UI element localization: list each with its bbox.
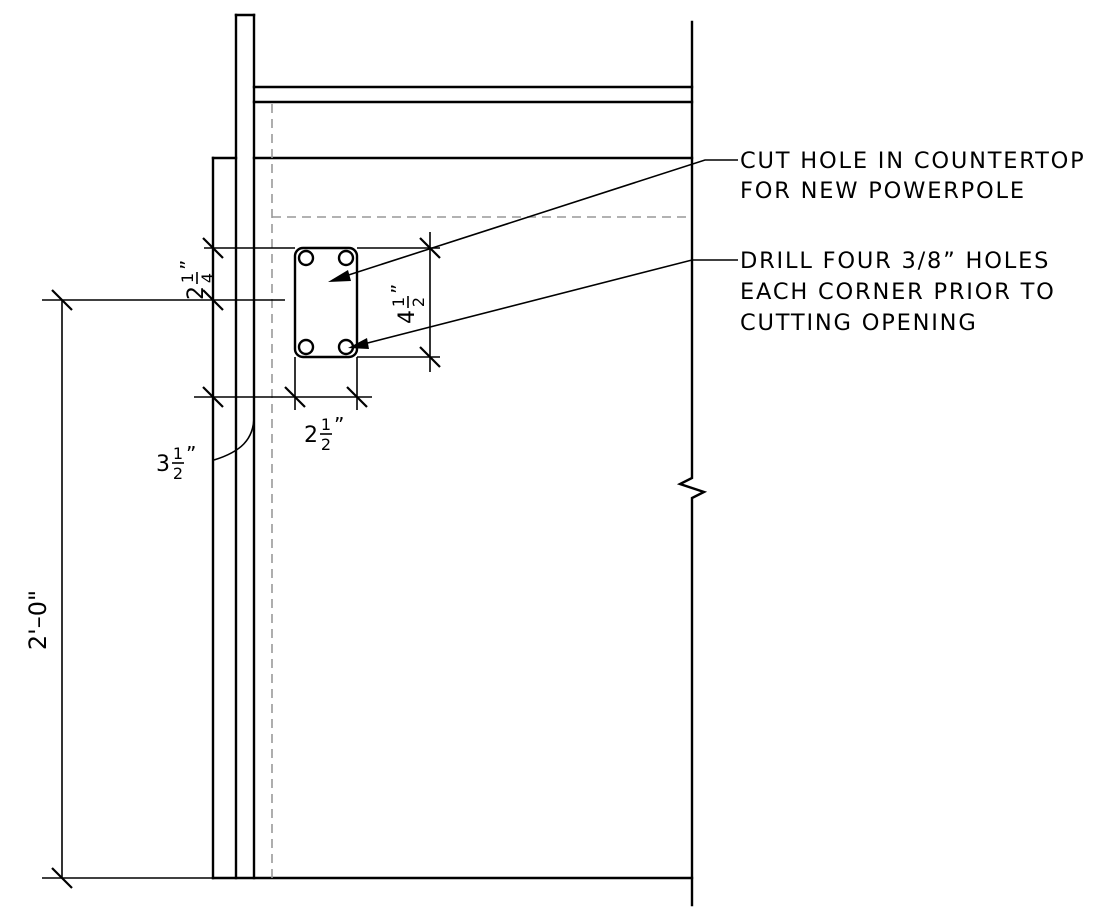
countertop-edge-strips bbox=[211, 13, 256, 880]
dim-hole-height-numerator: 1 bbox=[389, 297, 408, 307]
dim-hole-height-inch: ” bbox=[387, 284, 411, 294]
dim-hole-width-denominator: 2 bbox=[321, 435, 331, 454]
dim-edge-offset-whole: 3 bbox=[156, 452, 170, 477]
dimension-edge-offset-label: 3 1 2 ” bbox=[156, 442, 196, 483]
dim-edge-offset-numerator: 1 bbox=[173, 444, 183, 463]
dim-hole-width-numerator: 1 bbox=[321, 415, 331, 434]
dim-hole-width-inch: ” bbox=[334, 413, 344, 437]
dim-hole-height-denominator: 2 bbox=[409, 297, 428, 307]
dimension-edge-offset: 3 1 2 ” bbox=[156, 415, 255, 483]
cut-hole-note: CUT HOLE IN COUNTERTOP FOR NEW POWERPOLE bbox=[740, 148, 1086, 204]
dim-edge-offset-inch: ” bbox=[186, 442, 196, 466]
dimension-hole-height: 4 1 2 ” bbox=[357, 232, 441, 372]
dim-hole-width-whole: 2 bbox=[304, 423, 318, 448]
right-break-line bbox=[676, 20, 708, 907]
cut-hole-note-line-1: CUT HOLE IN COUNTERTOP bbox=[740, 148, 1086, 174]
drill-note-line-3: CUTTING OPENING bbox=[740, 310, 978, 336]
dimension-horizontal-chain bbox=[194, 357, 372, 410]
dim-overall-height-label: 2'–0" bbox=[24, 590, 52, 650]
dim-top-offset-numerator: 1 bbox=[178, 273, 197, 283]
drill-hole-bottom-left bbox=[297, 338, 315, 356]
dim-top-offset-inch: ” bbox=[176, 260, 200, 270]
drill-note-line-2: EACH CORNER PRIOR TO bbox=[740, 279, 1056, 305]
backsplash-lines bbox=[211, 85, 694, 880]
note-leaders bbox=[328, 159, 738, 349]
cutout-rectangle bbox=[293, 246, 359, 359]
drill-holes-note: DRILL FOUR 3/8” HOLES EACH CORNER PRIOR … bbox=[740, 248, 1056, 336]
dimension-top-offset: 2 1 4 ” bbox=[176, 232, 295, 316]
drill-arrowhead bbox=[348, 338, 369, 349]
dim-top-offset-whole: 2 bbox=[184, 286, 209, 300]
powerpole-cutout bbox=[293, 246, 359, 359]
dimension-overall-height: 2'–0" bbox=[24, 289, 285, 889]
dim-edge-offset-denominator: 2 bbox=[173, 464, 183, 483]
drill-hole-top-left bbox=[297, 249, 315, 267]
cut-hole-note-line-2: FOR NEW POWERPOLE bbox=[740, 178, 1026, 204]
cut-hole-arrowhead bbox=[328, 270, 351, 282]
drill-hole-top-right bbox=[337, 249, 355, 267]
drill-note-line-1: DRILL FOUR 3/8” HOLES bbox=[740, 248, 1050, 274]
dim-hole-height-whole: 4 bbox=[395, 310, 420, 324]
hidden-lines bbox=[271, 104, 692, 878]
dim-top-offset-denominator: 4 bbox=[198, 273, 217, 283]
dimension-hole-width-label: 2 1 2 ” bbox=[304, 413, 344, 454]
